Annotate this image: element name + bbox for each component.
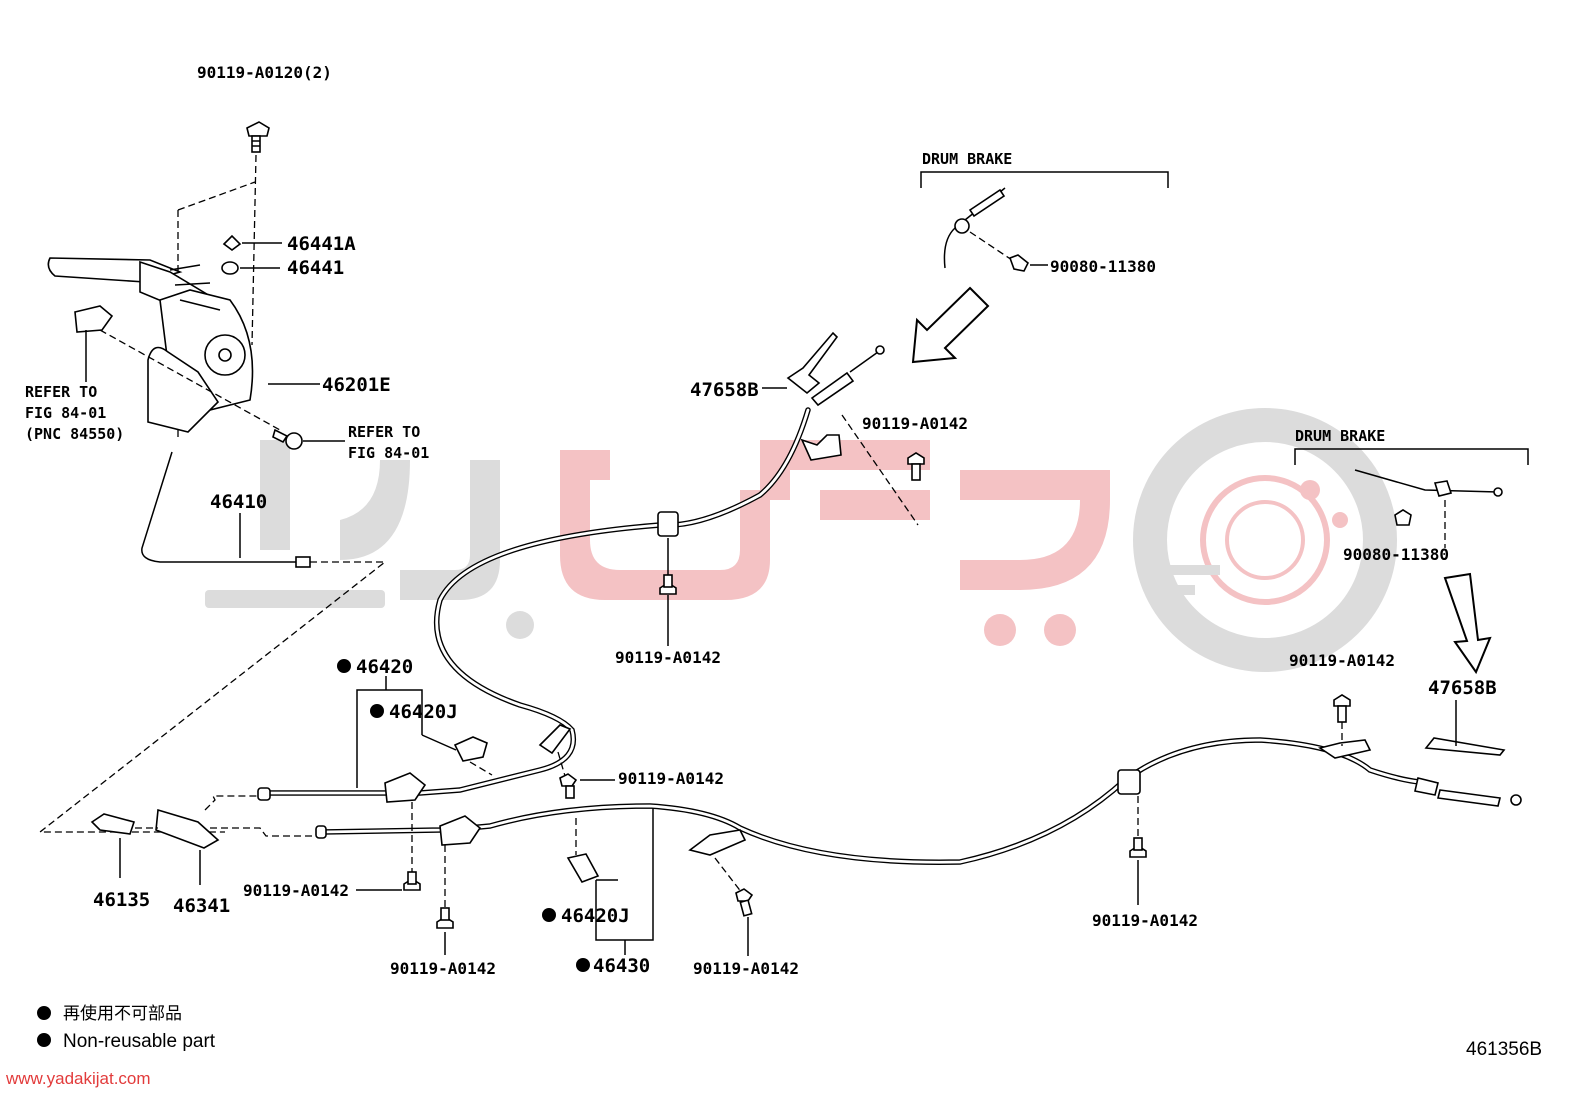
arrow-down-left-icon xyxy=(911,286,990,364)
bolt-icon xyxy=(907,452,925,481)
label-46441a: 46441A xyxy=(287,233,356,255)
label-90080-11380-a: 90080-11380 xyxy=(1050,257,1156,276)
label-90119-a0142-7: 90119-A0142 xyxy=(243,881,349,900)
diagram-code: 461356B xyxy=(1466,1039,1542,1060)
label-47658b-rear: 47658B xyxy=(1428,677,1497,699)
label-90119-a0142-2: 90119-A0142 xyxy=(615,648,721,667)
non-reusable-dot-icon xyxy=(576,958,590,972)
screw-icon xyxy=(272,428,303,450)
non-reusable-dot-icon xyxy=(542,908,556,922)
refer-label-1-line2: FIG 84-01 xyxy=(25,404,106,422)
refer-label-2-line2: FIG 84-01 xyxy=(348,444,429,462)
front-cable-icon xyxy=(257,331,885,803)
label-46201e: 46201E xyxy=(322,374,391,396)
label-90119-a0142-4: 90119-A0142 xyxy=(1092,911,1198,930)
label-46441: 46441 xyxy=(287,257,344,279)
bracket-46420j-lower-icon xyxy=(566,818,618,883)
arrow-down-icon xyxy=(1443,572,1492,675)
clip-46441a-icon xyxy=(222,234,282,251)
label-90119-a0142-1: 90119-A0142 xyxy=(862,414,968,433)
bolt-icon xyxy=(735,888,754,917)
label-90119-a0142-5: 90119-A0142 xyxy=(693,959,799,978)
equalizer-46135-icon xyxy=(90,813,136,878)
bolt-icon xyxy=(1333,694,1351,723)
label-90080-11380-b: 90080-11380 xyxy=(1343,545,1449,564)
refer-label-2-line1: REFER TO xyxy=(348,423,420,441)
bolt-icon xyxy=(436,907,454,929)
watermark-url: www.yadakijat.com xyxy=(5,1069,151,1088)
label-46410: 46410 xyxy=(210,491,267,513)
label-46420j-a: 46420J xyxy=(389,701,458,723)
label-46341: 46341 xyxy=(173,895,230,917)
legend-en: Non-reusable part xyxy=(63,1031,216,1052)
label-47658b-front: 47658B xyxy=(690,379,759,401)
drum-brake-inset-1 xyxy=(920,171,1169,272)
legend-dot-jp-icon xyxy=(37,1006,51,1020)
bolt-icon xyxy=(559,773,578,799)
clip-46441-icon xyxy=(221,261,280,275)
label-drum-brake-2: DRUM BRAKE xyxy=(1295,427,1385,445)
refer-label-1-line3: (PNC 84550) xyxy=(25,425,124,443)
bracket-46420j-icon xyxy=(421,715,493,776)
non-reusable-dot-icon xyxy=(370,704,384,718)
label-90119-a0142-8: 90119-A0142 xyxy=(390,959,496,978)
non-reusable-dot-icon xyxy=(337,659,351,673)
label-90119-a0142-6: 90119-A0142 xyxy=(618,769,724,788)
legend-jp: 再使用不可部品 xyxy=(63,1003,182,1023)
bolt-icon xyxy=(1129,837,1147,858)
bracket-line-46420 xyxy=(356,689,423,788)
label-46135: 46135 xyxy=(93,889,150,911)
label-46430: 46430 xyxy=(593,955,650,977)
rear-cable-icon xyxy=(315,737,1522,865)
bolt-icon xyxy=(659,574,677,595)
refer-label-1-line1: REFER TO xyxy=(25,383,97,401)
label-46420: 46420 xyxy=(356,656,413,678)
label-drum-brake-1: DRUM BRAKE xyxy=(922,150,1012,168)
label-46420j-b: 46420J xyxy=(561,905,630,927)
watermark-url-box xyxy=(0,1064,160,1092)
bolt-top-icon xyxy=(246,121,270,153)
parking-brake-lever-icon xyxy=(47,181,281,440)
yoke-46341-icon xyxy=(155,808,220,885)
label-90119-a0142-3: 90119-A0142 xyxy=(1289,651,1395,670)
legend-dot-en-icon xyxy=(37,1033,51,1047)
label-90119-a0120: 90119-A0120(2) xyxy=(197,63,332,82)
bolt-icon xyxy=(403,871,421,891)
drum-brake-inset-2 xyxy=(1294,448,1529,548)
